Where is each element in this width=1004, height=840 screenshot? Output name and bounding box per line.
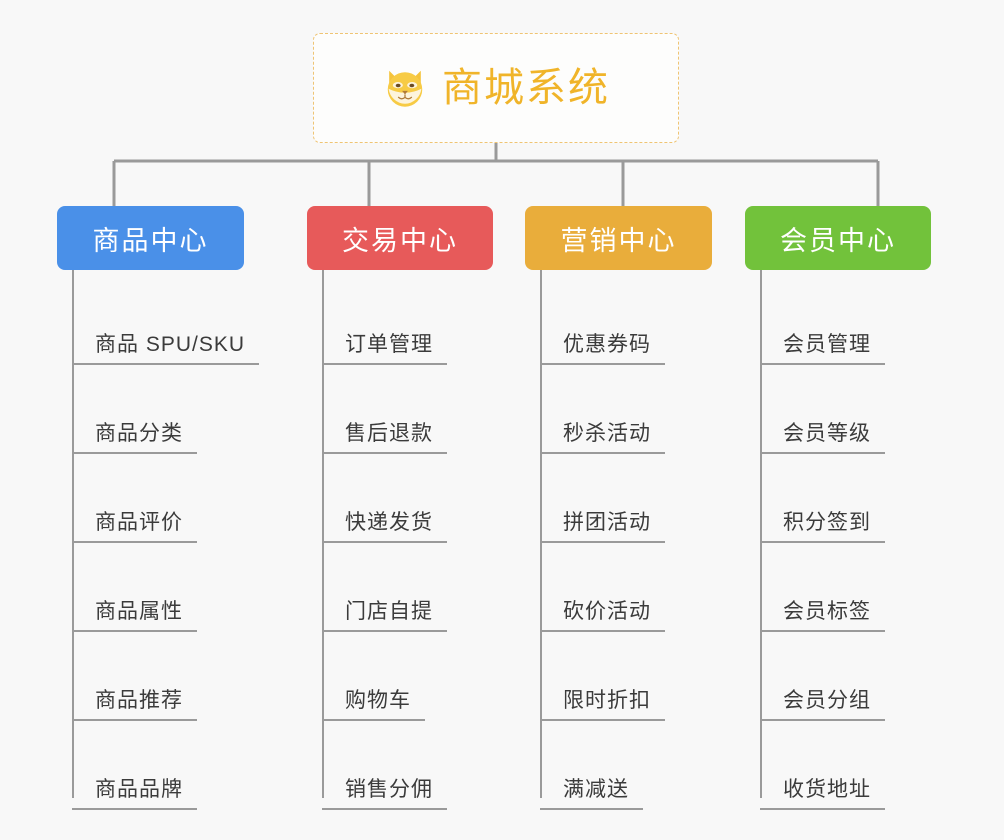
leaf-item[interactable]: 商品属性 bbox=[57, 543, 307, 632]
leaf-item[interactable]: 销售分佣 bbox=[307, 721, 525, 810]
leaf-item[interactable]: 优惠券码 bbox=[525, 276, 745, 365]
leaf-item[interactable]: 售后退款 bbox=[307, 365, 525, 454]
leaf-list-trade-center: 订单管理 售后退款 快递发货 门店自提 购物车 销售分佣 bbox=[307, 270, 525, 810]
leaf-item[interactable]: 会员等级 bbox=[745, 365, 963, 454]
leaf-rail bbox=[760, 270, 762, 798]
leaf-label: 快递发货 bbox=[322, 511, 447, 543]
leaf-label: 收货地址 bbox=[760, 778, 885, 810]
leaf-label: 满减送 bbox=[540, 778, 643, 810]
leaf-label: 售后退款 bbox=[322, 422, 447, 454]
branch-header-product-center[interactable]: 商品中心 bbox=[57, 206, 244, 270]
leaf-label: 商品推荐 bbox=[72, 689, 197, 721]
root-node[interactable]: 商城系统 bbox=[313, 33, 679, 143]
leaf-rail bbox=[322, 270, 324, 798]
leaf-label: 秒杀活动 bbox=[540, 422, 665, 454]
leaf-label: 商品品牌 bbox=[72, 778, 197, 810]
leaf-label: 会员管理 bbox=[760, 333, 885, 365]
branch-label: 商品中心 bbox=[92, 225, 209, 256]
leaf-item[interactable]: 秒杀活动 bbox=[525, 365, 745, 454]
leaf-label: 销售分佣 bbox=[322, 778, 447, 810]
branch-header-marketing-center[interactable]: 营销中心 bbox=[525, 206, 712, 270]
branch-label: 交易中心 bbox=[342, 225, 458, 256]
leaf-item[interactable]: 商品分类 bbox=[57, 365, 307, 454]
leaf-label: 购物车 bbox=[322, 689, 425, 721]
leaf-list-member-center: 会员管理 会员等级 积分签到 会员标签 会员分组 收货地址 bbox=[745, 270, 963, 810]
leaf-label: 优惠券码 bbox=[540, 333, 665, 365]
branch-product-center: 商品中心 商品 SPU/SKU 商品分类 商品评价 商品属性 商品推荐 商品品牌 bbox=[57, 206, 307, 810]
branch-marketing-center: 营销中心 优惠券码 秒杀活动 拼团活动 砍价活动 限时折扣 满减送 bbox=[525, 206, 745, 810]
dog-face-icon bbox=[387, 70, 423, 109]
leaf-list-product-center: 商品 SPU/SKU 商品分类 商品评价 商品属性 商品推荐 商品品牌 bbox=[57, 270, 307, 810]
leaf-item[interactable]: 满减送 bbox=[525, 721, 745, 810]
leaf-list-marketing-center: 优惠券码 秒杀活动 拼团活动 砍价活动 限时折扣 满减送 bbox=[525, 270, 745, 810]
leaf-label: 砍价活动 bbox=[540, 600, 665, 632]
branch-header-member-center[interactable]: 会员中心 bbox=[745, 206, 931, 270]
leaf-item[interactable]: 商品评价 bbox=[57, 454, 307, 543]
leaf-item[interactable]: 订单管理 bbox=[307, 276, 525, 365]
leaf-item[interactable]: 积分签到 bbox=[745, 454, 963, 543]
leaf-label: 门店自提 bbox=[322, 600, 447, 632]
branch-header-trade-center[interactable]: 交易中心 bbox=[307, 206, 493, 270]
leaf-label: 会员标签 bbox=[760, 600, 885, 632]
branch-label: 会员中心 bbox=[780, 225, 896, 256]
leaf-item[interactable]: 收货地址 bbox=[745, 721, 963, 810]
branch-trade-center: 交易中心 订单管理 售后退款 快递发货 门店自提 购物车 销售分佣 bbox=[307, 206, 525, 810]
leaf-label: 商品评价 bbox=[72, 511, 197, 543]
leaf-label: 积分签到 bbox=[760, 511, 885, 543]
leaf-label: 商品属性 bbox=[72, 600, 197, 632]
leaf-item[interactable]: 会员分组 bbox=[745, 632, 963, 721]
leaf-item[interactable]: 商品品牌 bbox=[57, 721, 307, 810]
leaf-item[interactable]: 限时折扣 bbox=[525, 632, 745, 721]
leaf-rail bbox=[72, 270, 74, 798]
leaf-item[interactable]: 购物车 bbox=[307, 632, 525, 721]
leaf-item[interactable]: 会员标签 bbox=[745, 543, 963, 632]
leaf-label: 会员分组 bbox=[760, 689, 885, 721]
leaf-label: 会员等级 bbox=[760, 422, 885, 454]
leaf-item[interactable]: 商品推荐 bbox=[57, 632, 307, 721]
leaf-label: 商品 SPU/SKU bbox=[72, 333, 260, 365]
leaf-item[interactable]: 砍价活动 bbox=[525, 543, 745, 632]
branch-label: 营销中心 bbox=[560, 225, 677, 256]
branch-member-center: 会员中心 会员管理 会员等级 积分签到 会员标签 会员分组 收货地址 bbox=[745, 206, 963, 810]
leaf-item[interactable]: 门店自提 bbox=[307, 543, 525, 632]
leaf-item[interactable]: 拼团活动 bbox=[525, 454, 745, 543]
leaf-item[interactable]: 快递发货 bbox=[307, 454, 525, 543]
leaf-item[interactable]: 会员管理 bbox=[745, 276, 963, 365]
leaf-rail bbox=[540, 270, 542, 798]
leaf-label: 订单管理 bbox=[322, 333, 447, 365]
leaf-label: 限时折扣 bbox=[540, 689, 665, 721]
leaf-item[interactable]: 商品 SPU/SKU bbox=[57, 276, 307, 365]
leaf-label: 拼团活动 bbox=[540, 511, 665, 543]
leaf-label: 商品分类 bbox=[72, 422, 197, 454]
root-title: 商城系统 bbox=[442, 66, 610, 110]
